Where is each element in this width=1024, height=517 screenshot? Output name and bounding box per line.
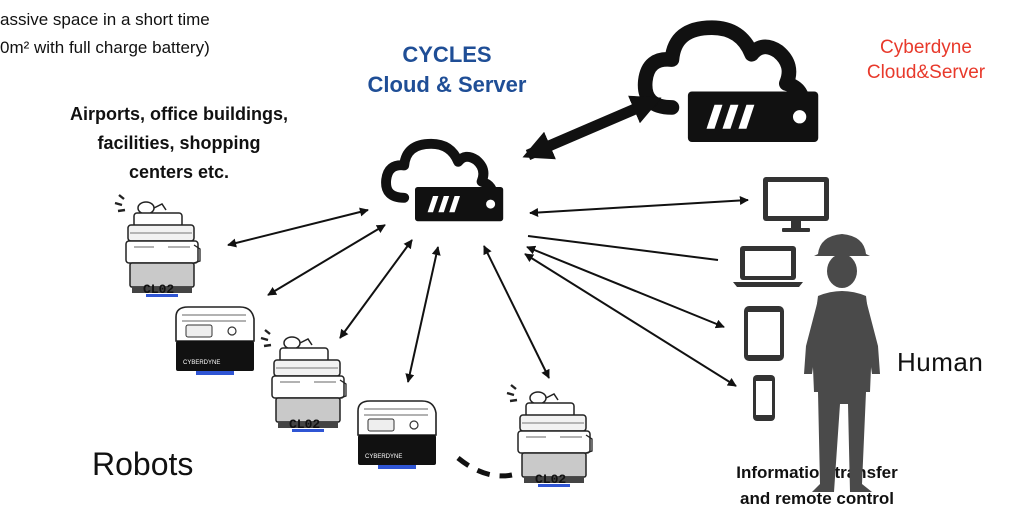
double-arrow-icon xyxy=(339,239,413,339)
cycles-label-line-1: CYCLES xyxy=(402,42,492,67)
info-line-2: and remote control xyxy=(740,489,894,508)
cycles-label-line-2: Cloud & Server xyxy=(367,72,527,97)
laptop-icon xyxy=(733,246,803,287)
cycles-cloud-server-icon xyxy=(386,144,503,221)
double-arrow-icon xyxy=(405,246,441,383)
cyberdyne-label-line-2: Cloud&Server xyxy=(866,62,986,83)
robot-brand-label: CYBERDYNE xyxy=(183,360,220,366)
smartphone-icon xyxy=(753,375,775,421)
cycles-cloud-label: CYCLES Cloud & Server xyxy=(332,40,562,100)
locations-line-1: Airports, office buildings, xyxy=(69,104,288,124)
robot-panel-label: CL02 xyxy=(143,282,174,297)
single-line xyxy=(527,235,719,261)
double-arrow-icon xyxy=(227,207,369,248)
double-arrow-icon xyxy=(267,224,386,296)
cyberdyne-label-line-1: Cyberdyne xyxy=(880,37,972,58)
human-label: Human xyxy=(897,347,984,377)
robot-panel-label: CL02 xyxy=(535,472,566,487)
cyberdyne-cloud-server-icon xyxy=(645,28,818,142)
robot-panel-label: CL02 xyxy=(289,417,320,432)
double-arrow-icon xyxy=(529,195,749,218)
robots-label: Robots xyxy=(92,446,194,482)
capacity-line-2: 0m² with full charge battery) xyxy=(0,38,210,57)
double-arrow-icon xyxy=(483,245,550,379)
capacity-description: assive space in a short time 0m² with fu… xyxy=(0,6,210,62)
locations-line-3: centers etc. xyxy=(128,162,230,182)
cyberdyne-cloud-label: Cyberdyne Cloud&Server xyxy=(836,35,1016,85)
capacity-line-1: assive space in a short time xyxy=(0,10,210,29)
locations-label: Airports, office buildings, facilities, … xyxy=(34,100,324,187)
cloud-link-double-arrow-icon xyxy=(522,94,662,161)
tablet-icon xyxy=(744,306,784,361)
monitor-icon xyxy=(763,177,829,232)
double-arrow-icon xyxy=(524,253,737,387)
double-arrow-icon xyxy=(526,245,725,329)
robot-arrows xyxy=(227,207,550,383)
robot-link-dashed xyxy=(456,456,513,479)
human-silhouette-icon xyxy=(804,234,880,492)
robot-brand-label: CYBERDYNE xyxy=(365,454,402,460)
locations-line-2: facilities, shopping xyxy=(97,133,261,153)
device-arrows xyxy=(524,195,749,387)
